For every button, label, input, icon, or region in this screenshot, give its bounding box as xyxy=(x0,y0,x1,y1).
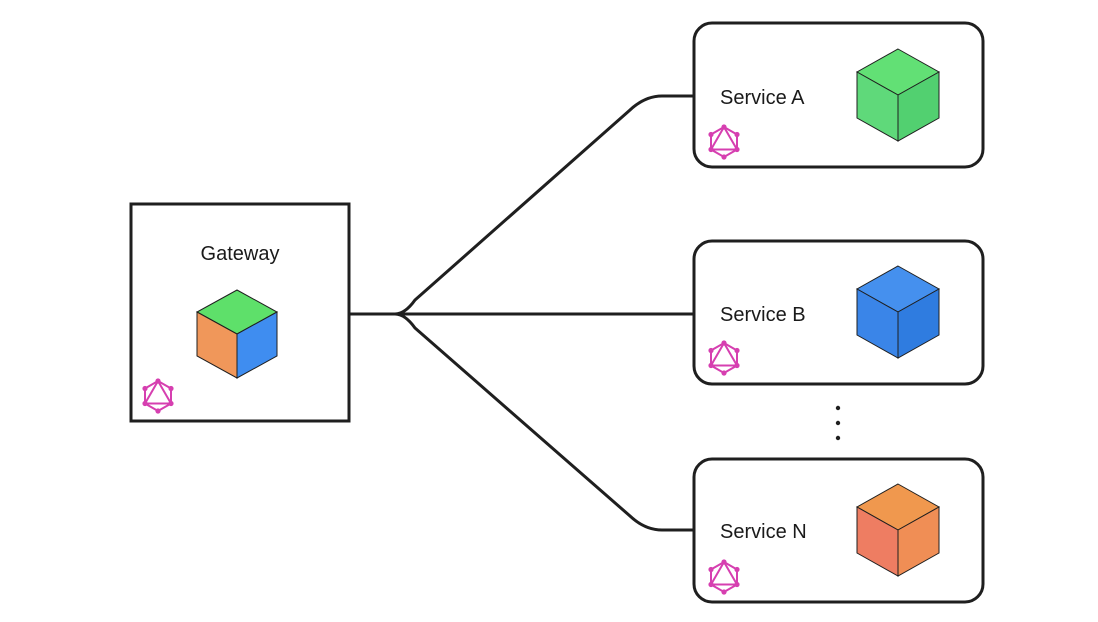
service-b-label: Service B xyxy=(720,304,806,326)
cube-right-face xyxy=(897,71,940,142)
connector-gateway-service-a xyxy=(348,94,696,316)
service-a-cube-icon xyxy=(855,48,941,142)
graphql-icon xyxy=(708,340,740,376)
service-b-cube-icon xyxy=(855,265,941,359)
cube-right-face xyxy=(897,288,940,359)
service-b-node: Service B xyxy=(692,239,985,386)
service-a-label: Service A xyxy=(720,87,805,109)
service-a-node: Service A xyxy=(692,21,985,169)
graphql-icon xyxy=(142,378,174,414)
gateway-cube-icon xyxy=(195,289,279,379)
cube-right-face xyxy=(236,311,278,379)
service-n-label: Service N xyxy=(720,521,807,543)
connector-gateway-service-n xyxy=(348,312,696,532)
service-n-cube-icon xyxy=(855,483,941,577)
ellipsis-indicator xyxy=(835,405,841,441)
graphql-icon xyxy=(708,124,740,160)
gateway-node: Gateway xyxy=(129,202,351,423)
gateway-label: Gateway xyxy=(201,243,280,265)
cube-right-face xyxy=(897,506,940,577)
connectors xyxy=(348,94,696,532)
service-n-node: Service N xyxy=(692,457,985,604)
graphql-icon xyxy=(708,559,740,595)
